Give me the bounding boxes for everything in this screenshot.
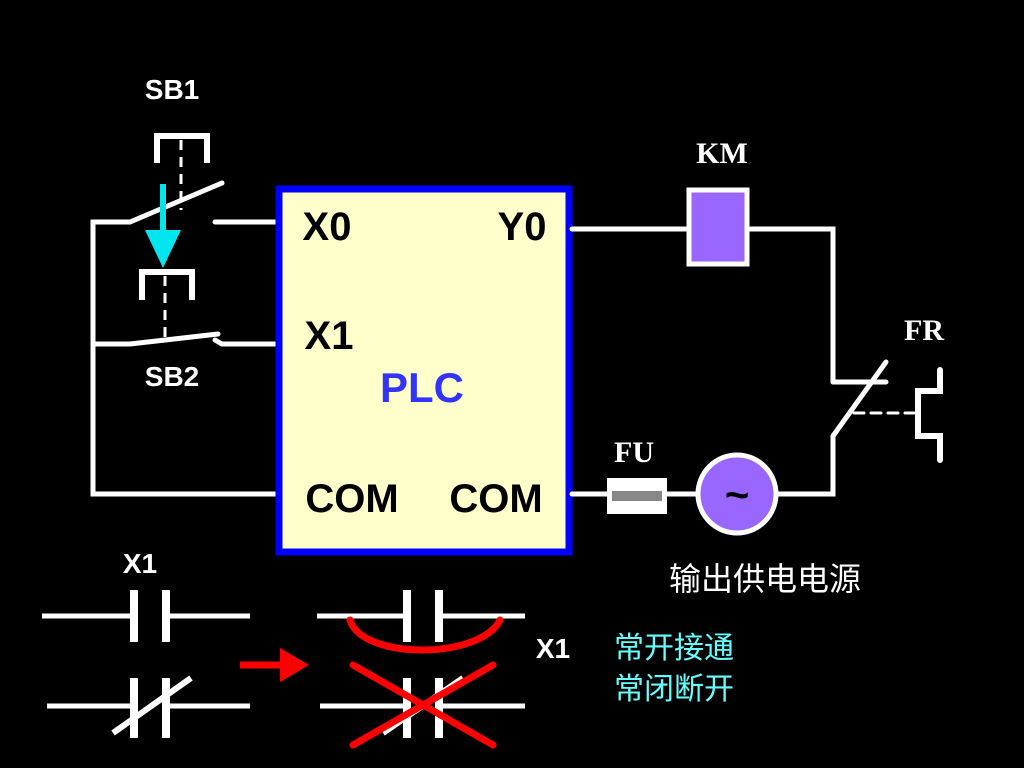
x1-note-label: X1	[536, 633, 570, 664]
fr-label: FR	[904, 314, 944, 347]
press-arrow-head	[145, 230, 181, 268]
ac-source-symbol: ~	[725, 471, 750, 518]
nc-contact-slash	[111, 675, 193, 736]
contacts-before	[42, 590, 250, 738]
nc-contact-opens-note: 常闭断开	[614, 672, 734, 707]
ac-power-source	[695, 452, 779, 536]
state-overlay	[346, 616, 504, 749]
transition-arrow	[240, 648, 309, 682]
plc-name: PLC	[380, 364, 464, 411]
fr-to-source-wire	[775, 433, 836, 497]
sb1-label: SB1	[145, 74, 199, 105]
nc-contact-cross-line-2	[349, 661, 497, 749]
fuse-element	[612, 491, 662, 501]
no-contact-closed-arc	[346, 616, 504, 654]
transition-arrow-head	[280, 648, 309, 682]
left-rail-wire	[90, 219, 281, 497]
input-wiring	[90, 219, 281, 497]
plc-terminal-y0: Y0	[498, 205, 547, 249]
plc-terminal-x1: X1	[305, 314, 354, 358]
sb2-contact-blade	[127, 331, 221, 347]
sb1-button	[127, 133, 225, 225]
x1-contacts-label: X1	[123, 548, 157, 579]
x1-input-wire	[212, 337, 281, 347]
press-arrow	[145, 184, 181, 268]
fu-label: FU	[614, 436, 654, 469]
sb2-button	[127, 269, 221, 347]
output-wiring	[569, 226, 836, 497]
plc-terminal-com-right: COM	[449, 477, 542, 521]
sb1-contact-blade	[127, 180, 225, 225]
km-coil	[686, 187, 750, 267]
plc-block	[275, 185, 573, 556]
plc-terminal-com-left: COM	[305, 477, 398, 521]
km-label: KM	[696, 137, 748, 170]
sb1-button-cap	[154, 133, 210, 163]
sb2-label: SB2	[145, 361, 199, 392]
fuse	[607, 478, 667, 514]
km-to-fr-wire	[745, 226, 836, 385]
fr-thermal-element	[915, 367, 943, 463]
power-source-caption: 输出供电电源	[669, 560, 861, 598]
no-contact-closes-note: 常开接通	[614, 631, 734, 666]
sb2-button-cap	[139, 269, 195, 300]
fr-contact-blade	[830, 359, 889, 439]
fr-contact	[830, 359, 943, 463]
plc-terminal-x0: X0	[303, 205, 352, 249]
